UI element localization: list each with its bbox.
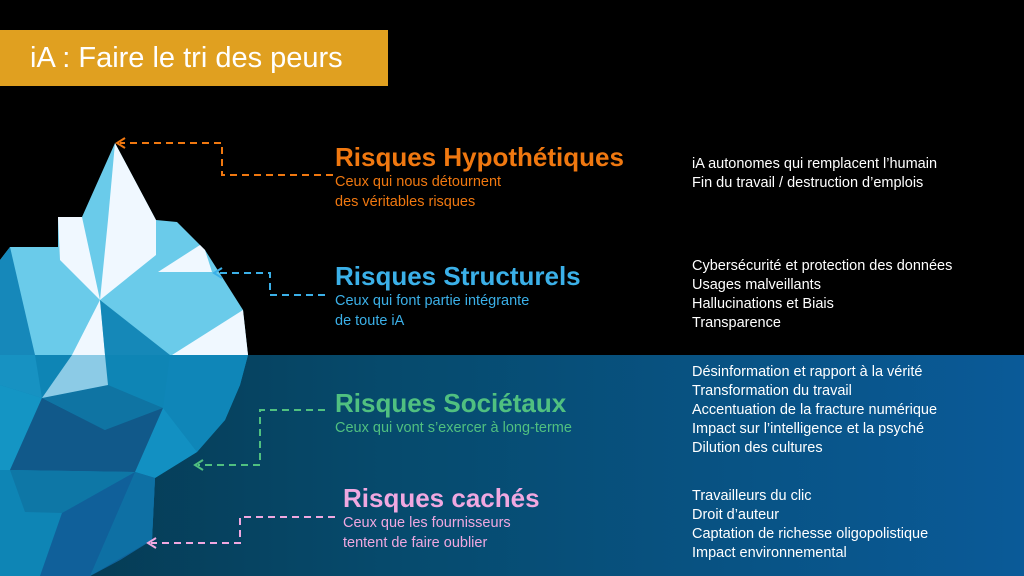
list-hypothetical: iA autonomes qui remplacent l’humain Fin… [692, 155, 937, 193]
arrowhead-icon [115, 137, 126, 149]
category-societal: Risques Sociétaux Ceux qui vont s’exerce… [335, 388, 572, 438]
list-item: Captation de richesse oligopolistique [692, 526, 929, 542]
list-item: iA autonomes qui remplacent l’humain [692, 156, 938, 172]
list-item: Travailleurs du clic [692, 488, 812, 504]
list-item: Hallucinations et Biais [692, 296, 834, 312]
list-item: Transformation du travail [692, 383, 852, 399]
category-subtitle: Ceux qui nous détournent [335, 174, 502, 190]
category-subtitle: des véritables risques [335, 194, 476, 210]
category-subtitle: de toute iA [335, 313, 405, 329]
category-hidden: Risques cachés Ceux que les fournisseurs… [343, 483, 540, 553]
list-item: Fin du travail / destruction d’emplois [692, 175, 924, 191]
list-item: Accentuation de la fracture numérique [692, 402, 938, 418]
category-title: Risques Hypothétiques [335, 142, 624, 172]
category-subtitle: Ceux qui font partie intégrante [335, 293, 530, 309]
list-structural: Cybersécurité et protection des données … [692, 257, 952, 333]
arrow-hypothetical [120, 142, 333, 176]
category-title: Risques cachés [343, 483, 540, 513]
list-hidden: Travailleurs du clic Droit d’auteur Capt… [692, 487, 928, 563]
list-societal: Désinformation et rapport à la vérité Tr… [692, 363, 937, 458]
category-structural: Risques Structurels Ceux qui font partie… [335, 261, 581, 331]
slide-title: iA : Faire le tri des peurs [0, 30, 388, 86]
list-item: Droit d’auteur [692, 507, 780, 523]
arrowhead-icon [193, 459, 204, 471]
arrow-hidden [151, 516, 335, 544]
list-item: Transparence [692, 315, 781, 331]
iceberg [0, 143, 248, 576]
list-item: Usages malveillants [692, 277, 821, 293]
category-hypothetical: Risques Hypothétiques Ceux qui nous déto… [335, 142, 624, 212]
list-item: Désinformation et rapport à la vérité [692, 364, 923, 380]
arrowhead-icon [146, 537, 157, 549]
category-subtitle: tentent de faire oublier [343, 535, 488, 551]
category-title: Risques Structurels [335, 261, 581, 291]
arrow-societal [198, 409, 325, 466]
list-item: Dilution des cultures [692, 440, 823, 456]
arrow-structural [218, 272, 325, 296]
list-item: Cybersécurité et protection des données [692, 258, 953, 274]
arrowhead-icon [212, 267, 223, 279]
list-item: Impact environnemental [692, 545, 847, 561]
list-item: Impact sur l’intelligence et la psyché [692, 421, 925, 437]
category-subtitle: Ceux qui vont s’exercer à long-terme [335, 420, 572, 436]
category-subtitle: Ceux que les fournisseurs [343, 515, 511, 531]
category-title: Risques Sociétaux [335, 388, 567, 418]
